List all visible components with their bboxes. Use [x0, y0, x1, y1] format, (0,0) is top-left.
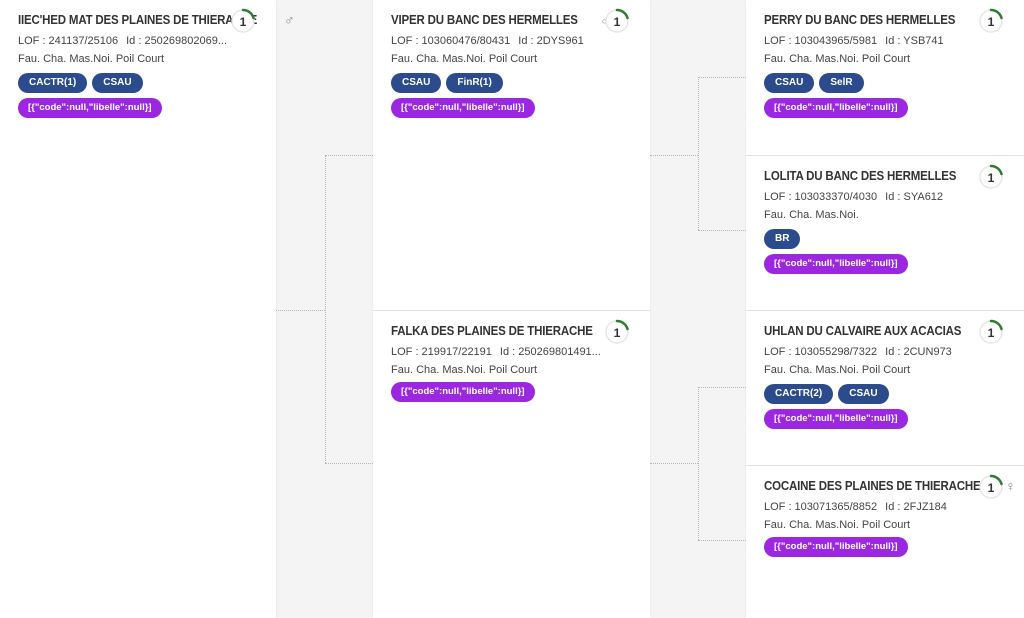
dog-card[interactable]: UHLAN DU CALVAIRE AUX ACACIAS ♂ 1 LOF : …: [746, 310, 1024, 465]
connector: [698, 77, 699, 230]
award-tag: CACTR(2): [764, 384, 834, 404]
award-tag: SelR: [819, 73, 864, 93]
dog-description: Fau. Cha. Mas.Noi. Poil Court: [18, 53, 165, 65]
lof-number: LOF : 103071365/8852: [764, 501, 878, 513]
dog-id: Id : SYA612: [885, 191, 944, 203]
dog-name[interactable]: UHLAN DU CALVAIRE AUX ACACIAS: [764, 324, 962, 338]
award-tag: FinR(1): [446, 73, 503, 93]
ring-count: 1: [239, 15, 247, 29]
sex-icon: ♂: [599, 12, 611, 28]
dog-id: Id : 2CUN973: [885, 346, 952, 358]
lof-number: LOF : 241137/25106: [18, 35, 119, 47]
dog-id: Id : 2DYS961: [518, 35, 584, 47]
sex-icon: ♀: [1005, 478, 1016, 494]
award-tags: CACTR(1)CSAU: [18, 73, 276, 93]
connector: [698, 540, 746, 541]
dog-card[interactable]: VIPER DU BANC DES HERMELLES ♂ 1 LOF : 10…: [373, 0, 650, 310]
dog-name[interactable]: COCAINE DES PLAINES DE THIERACHE: [764, 479, 981, 493]
generation-2-column: PERRY DU BANC DES HERMELLES ♂ 1 LOF : 10…: [746, 0, 1024, 618]
progress-ring-icon: 1: [978, 8, 1004, 34]
dog-name[interactable]: IIEC'HED MAT DES PLAINES DE THIERACHE: [18, 13, 258, 27]
dog-description: Fau. Cha. Mas.Noi. Poil Court: [391, 364, 538, 376]
dog-description: Fau. Cha. Mas.Noi.: [764, 209, 859, 221]
dog-description: Fau. Cha. Mas.Noi. Poil Court: [764, 364, 911, 376]
dog-id: Id : 2FJZ184: [885, 501, 947, 513]
connector: [650, 463, 698, 464]
connector: [698, 230, 746, 231]
connector: [325, 155, 373, 156]
dog-name[interactable]: VIPER DU BANC DES HERMELLES: [391, 13, 578, 27]
dog-card[interactable]: IIEC'HED MAT DES PLAINES DE THIERACHE ♂ …: [0, 0, 294, 618]
award-tag: CSAU: [838, 384, 889, 404]
connector: [698, 387, 746, 388]
progress-ring-icon: 1: [978, 474, 1004, 500]
generation-0-column: IIEC'HED MAT DES PLAINES DE THIERACHE ♂ …: [0, 0, 294, 618]
dog-card[interactable]: LOLITA DU BANC DES HERMELLES ♀ 1 LOF : 1…: [746, 155, 1024, 310]
dog-description: Fau. Cha. Mas.Noi. Poil Court: [764, 53, 911, 65]
note-badge: [{"code":null,"libelle":null}]: [764, 98, 908, 118]
award-tags: CACTR(2)CSAU: [764, 384, 1024, 404]
award-tags: BR: [764, 229, 1024, 249]
dog-card[interactable]: PERRY DU BANC DES HERMELLES ♂ 1 LOF : 10…: [746, 0, 1024, 155]
award-tag: CACTR(1): [18, 73, 88, 93]
connector: [276, 310, 325, 311]
award-tag: CSAU: [391, 73, 442, 93]
dog-id: Id : 250269801491...: [499, 346, 601, 358]
dog-name[interactable]: PERRY DU BANC DES HERMELLES: [764, 13, 956, 27]
connector: [650, 155, 698, 156]
progress-ring-icon: 1: [604, 8, 630, 34]
ring-count: 1: [987, 481, 995, 495]
note-badge: [{"code":null,"libelle":null}]: [764, 254, 908, 274]
connector: [698, 77, 746, 78]
progress-ring-icon: 1: [604, 319, 630, 345]
dog-id: Id : YSB741: [885, 35, 944, 47]
sex-icon: ♂: [283, 12, 295, 28]
dog-description: Fau. Cha. Mas.Noi. Poil Court: [391, 53, 538, 65]
note-badge: [{"code":null,"libelle":null}]: [18, 98, 162, 118]
award-tag: CSAU: [92, 73, 143, 93]
connector: [325, 155, 326, 463]
connector: [325, 463, 373, 464]
progress-ring-icon: 1: [978, 164, 1004, 190]
generation-1-column: VIPER DU BANC DES HERMELLES ♂ 1 LOF : 10…: [373, 0, 650, 618]
award-tag: BR: [764, 229, 801, 249]
connector: [698, 387, 699, 540]
note-badge: [{"code":null,"libelle":null}]: [391, 382, 535, 402]
ring-count: 1: [613, 326, 621, 340]
dog-id: Id : 250269802069...: [126, 35, 228, 47]
progress-ring-icon: 1: [230, 8, 256, 34]
ring-count: 1: [987, 326, 995, 340]
lof-number: LOF : 103043965/5981: [764, 35, 878, 47]
dog-card[interactable]: COCAINE DES PLAINES DE THIERACHE ♀ 1 LOF…: [746, 465, 1024, 618]
progress-ring-icon: 1: [978, 319, 1004, 345]
ring-count: 1: [987, 15, 995, 29]
ring-count: 1: [613, 15, 621, 29]
lof-number: LOF : 103055298/7322: [764, 346, 878, 358]
dog-description: Fau. Cha. Mas.Noi. Poil Court: [764, 519, 911, 531]
lof-number: LOF : 219917/22191: [391, 346, 492, 358]
dog-name[interactable]: FALKA DES PLAINES DE THIERACHE: [391, 324, 593, 338]
note-badge: [{"code":null,"libelle":null}]: [391, 98, 535, 118]
dog-card[interactable]: FALKA DES PLAINES DE THIERACHE ♀ 1 LOF :…: [373, 310, 650, 618]
award-tag: CSAU: [764, 73, 815, 93]
note-badge: [{"code":null,"libelle":null}]: [764, 537, 908, 557]
note-badge: [{"code":null,"libelle":null}]: [764, 409, 908, 429]
ring-count: 1: [987, 171, 995, 185]
lof-number: LOF : 103060476/80431: [391, 35, 511, 47]
dog-name[interactable]: LOLITA DU BANC DES HERMELLES: [764, 169, 957, 183]
lof-number: LOF : 103033370/4030: [764, 191, 878, 203]
